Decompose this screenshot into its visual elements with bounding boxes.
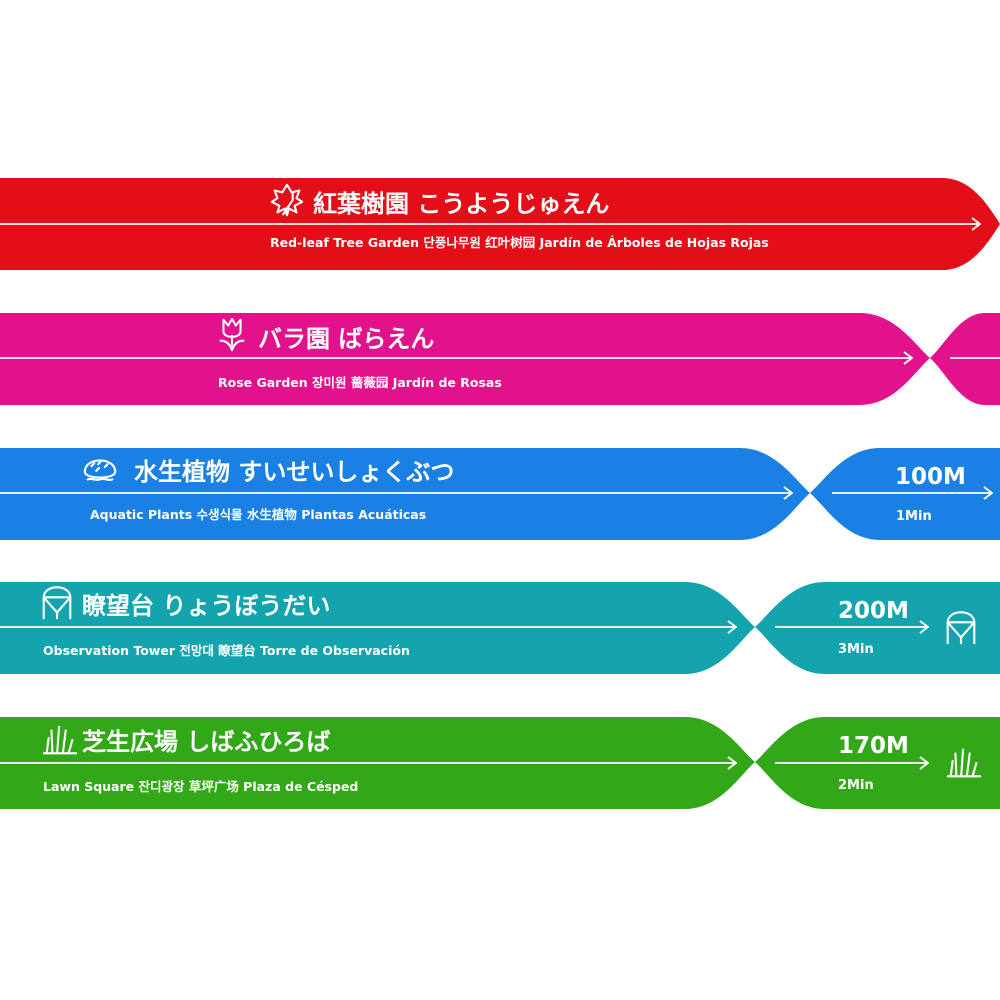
sign-red-leaf-tree-garden: 紅葉樹園 こうようじゅえん Red-leaf Tree Garden 단풍나무원… <box>0 178 1000 270</box>
sign-rose-garden: バラ園 ばらえん Rose Garden 장미원 蔷薇园 Jardín de R… <box>0 313 1000 405</box>
sign-3-distance-band <box>810 448 1000 540</box>
sign-2-band <box>0 313 930 405</box>
sign-observation-tower: 瞭望台 りょうぼうだい Observation Tower 전망대 瞭望台 To… <box>0 582 1000 674</box>
arrow-right-icon <box>727 756 738 770</box>
sign-1-subtitle: Red-leaf Tree Garden 단풍나무원 红叶树园 Jardín d… <box>270 235 769 250</box>
arrow-right-icon <box>983 486 994 500</box>
sign-5-distance: 170M <box>838 733 909 759</box>
sign-3-title: 水生植物 すいせいしょくぶつ <box>134 458 454 486</box>
sign-2-next-band <box>930 313 1000 405</box>
sign-5-title: 芝生広場 しばふひろば <box>82 728 330 756</box>
sign-5-subtitle: Lawn Square 잔디광장 草坪广场 Plaza de Césped <box>43 779 358 794</box>
sign-4-subtitle: Observation Tower 전망대 瞭望台 Torre de Obser… <box>43 643 410 658</box>
arrow-right-icon <box>783 486 794 500</box>
sign-aquatic-plants: 水生植物 すいせいしょくぶつ Aquatic Plants 수생식물 水生植物 … <box>0 448 1000 540</box>
sign-3-subtitle: Aquatic Plants 수생식물 水生植物 Plantas Acuátic… <box>90 507 426 522</box>
sign-4-band <box>0 582 755 674</box>
sign-4-time: 3Min <box>838 642 874 657</box>
sign-3-distance: 100M <box>895 464 966 490</box>
arrow-right-icon <box>919 620 930 634</box>
arrow-right-icon <box>727 620 738 634</box>
arrow-right-icon <box>971 217 982 231</box>
sign-4-distance: 200M <box>838 598 909 624</box>
sign-2-subtitle: Rose Garden 장미원 蔷薇园 Jardín de Rosas <box>218 375 502 390</box>
sign-3-band <box>0 448 810 540</box>
sign-3-time: 1Min <box>896 509 932 524</box>
sign-4-distance-band <box>755 582 1000 674</box>
sign-lawn-square: 芝生広場 しばふひろば Lawn Square 잔디광장 草坪广场 Plaza … <box>0 717 1000 809</box>
sign-5-time: 2Min <box>838 778 874 793</box>
arrow-right-icon <box>903 351 914 365</box>
sign-1-title: 紅葉樹園 こうようじゅえん <box>313 190 609 218</box>
sign-4-title: 瞭望台 りょうぼうだい <box>82 592 330 620</box>
sign-2-title: バラ園 ばらえん <box>258 325 434 353</box>
arrow-right-icon <box>919 756 930 770</box>
